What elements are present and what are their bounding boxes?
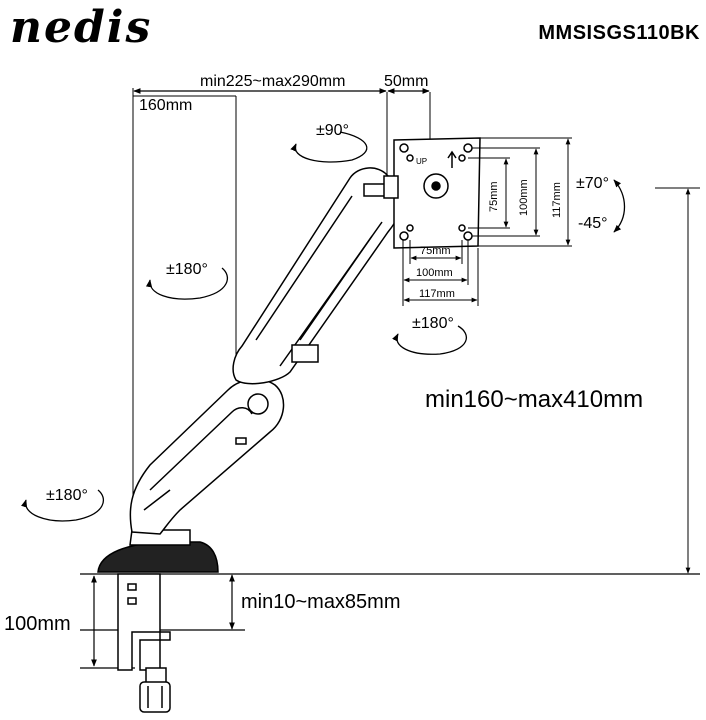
reference-lines bbox=[132, 88, 431, 520]
tilt-up-label: ±70° bbox=[576, 175, 609, 192]
swivel-top-label: ±90° bbox=[316, 122, 349, 139]
up-mark: UP bbox=[416, 157, 428, 166]
vesa-h-dims bbox=[402, 240, 479, 306]
model-number: MMSISGS110BK bbox=[538, 22, 700, 44]
tilt-down-label: -45° bbox=[578, 215, 608, 232]
rotate-base-label: ±180° bbox=[46, 487, 88, 504]
brand-logo: nedis bbox=[10, 2, 153, 53]
pole-distance-label: 160mm bbox=[139, 97, 193, 114]
vesa-v-dims bbox=[468, 137, 572, 247]
height-dimension bbox=[655, 187, 700, 574]
rotate-plate-label: ±180° bbox=[412, 315, 454, 332]
vesa-75-v-label: 75mm bbox=[488, 181, 500, 212]
vesa-100-v-label: 100mm bbox=[518, 179, 530, 216]
arm-reach-label: min225~max290mm bbox=[200, 73, 346, 90]
vesa-75-label: 75mm bbox=[420, 245, 451, 257]
height-range-label: min160~max410mm bbox=[425, 386, 644, 413]
upper-arm bbox=[232, 167, 402, 385]
rotate-mid-label: ±180° bbox=[166, 261, 208, 278]
vesa-plate bbox=[383, 137, 481, 249]
desk-clamp bbox=[117, 573, 171, 713]
vesa-100-label: 100mm bbox=[416, 267, 453, 279]
offset-label: 50mm bbox=[384, 73, 429, 90]
vesa-117-v-label: 117mm bbox=[551, 182, 563, 218]
clamp-height-label: 100mm bbox=[4, 613, 71, 635]
mount-base bbox=[97, 529, 219, 573]
rotation-arrows bbox=[21, 131, 626, 522]
lower-arm bbox=[129, 378, 285, 535]
desk-thickness-label: min10~max85mm bbox=[241, 591, 401, 613]
vesa-117-label: 117mm bbox=[419, 288, 455, 300]
desk-outline bbox=[80, 573, 700, 669]
